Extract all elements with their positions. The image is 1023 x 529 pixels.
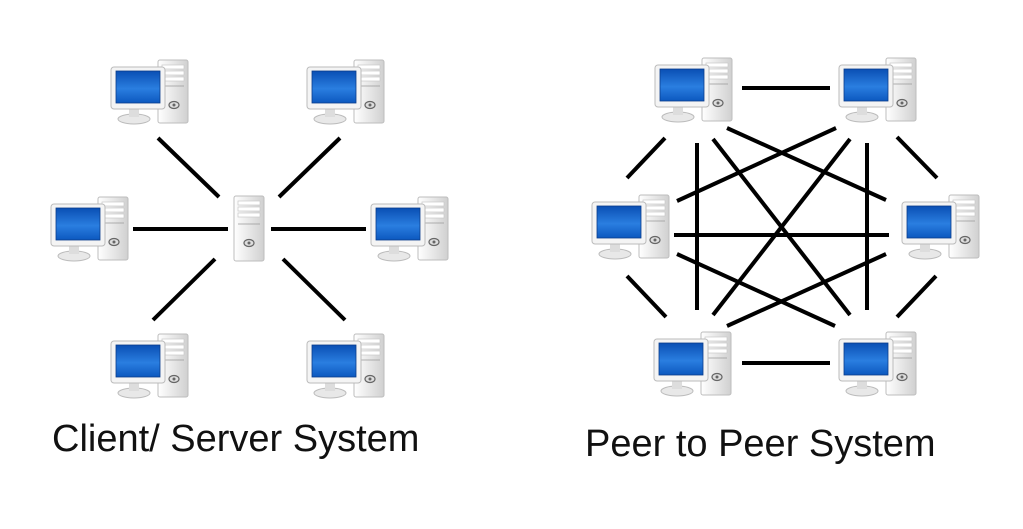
client-computer-icon bbox=[306, 333, 385, 399]
client-computer-icon bbox=[110, 333, 189, 399]
link bbox=[676, 252, 836, 328]
client-computer-icon bbox=[110, 59, 189, 125]
link bbox=[277, 136, 342, 199]
link bbox=[895, 274, 938, 319]
client-computer-icon bbox=[306, 59, 385, 125]
client-computer-icon bbox=[50, 196, 129, 262]
link bbox=[726, 126, 887, 202]
client-computer-icon bbox=[370, 196, 449, 262]
link bbox=[895, 135, 939, 180]
link bbox=[711, 137, 852, 317]
link bbox=[151, 257, 217, 322]
link bbox=[156, 136, 221, 199]
peer-computer-icon bbox=[901, 194, 980, 260]
peer-to-peer-caption: Peer to Peer System bbox=[585, 423, 936, 465]
link bbox=[625, 136, 667, 180]
client-server-caption: Client/ Server System bbox=[52, 418, 420, 460]
peer-computer-icon bbox=[838, 331, 917, 397]
peer-computer-icon bbox=[591, 194, 670, 260]
client-server-links bbox=[133, 136, 366, 322]
peer-links bbox=[625, 86, 939, 365]
link bbox=[625, 274, 668, 319]
peer-computer-icon bbox=[654, 57, 733, 123]
link bbox=[281, 257, 347, 322]
peer-computer-icon bbox=[653, 331, 732, 397]
link bbox=[726, 252, 887, 328]
server-icon bbox=[233, 195, 265, 262]
peer-computer-icon bbox=[838, 57, 917, 123]
link bbox=[676, 126, 837, 203]
